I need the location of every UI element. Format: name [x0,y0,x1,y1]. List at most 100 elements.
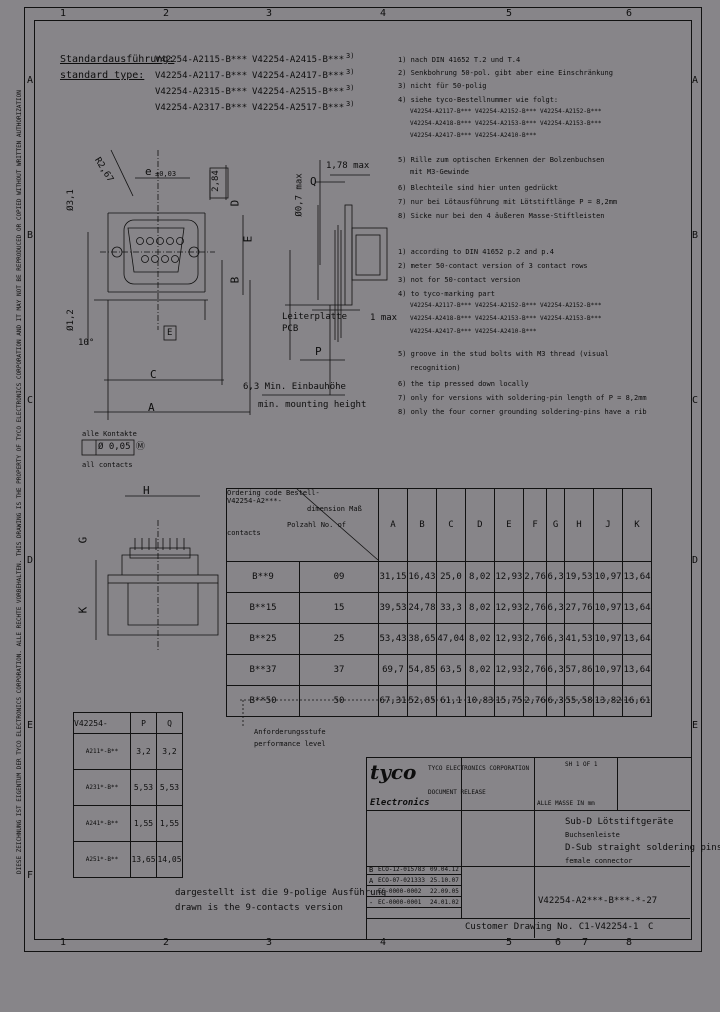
cell: 53,43 [378,623,408,655]
type-row-1-note: 3) [346,52,355,60]
cell: 27,76 [564,592,594,624]
row-n: 25 [299,623,379,655]
cell: 8,02 [464,592,495,624]
cell: 10,97 [593,654,623,686]
dims-col-a: A [378,488,408,562]
cell: 13,82 [593,685,623,717]
cell: 25,0 [435,561,466,593]
label-c: C [150,368,157,381]
title-en-1: D-Sub straight soldering pins [565,843,720,853]
label-all-contacts-de: alle Kontakte [82,430,137,438]
pq-head-code: V42254- [73,712,131,734]
label-e-tol: ±0,03 [155,170,177,178]
pq-head-p: P [130,712,157,734]
cell: 5,53 [156,769,183,806]
rev-row-3-date: 22.09.05 [430,888,459,895]
note-en-3: 3) not for 50-contact version [398,276,521,284]
dims-pol-label: Polzahl No. of contacts [227,521,347,537]
label-dia07: Ø0,7 max [294,173,305,217]
note-de-2: 2) Senkbohrung 50-pol. gibt aber eine Ei… [398,69,613,77]
cell: 8,02 [464,654,495,686]
cell: 31,15 [378,561,408,593]
cell: 5,53 [130,769,157,806]
dims-col-h: H [564,488,594,562]
label-mount-en: min. mounting height [258,400,367,410]
label-dia3: Ø3,1 [65,189,76,211]
note-en-1: 1) according to DIN 41652 p.2 and p.4 [398,248,554,256]
label-leiterplatte: Leiterplatte [282,312,348,322]
type-row-4-a: V42254-A2317-B*** [155,103,248,113]
label-tolerance: Ø 0,05 Ⓜ [98,442,145,452]
cell: 14,05 [156,841,183,878]
label-284: 2,84 [210,170,221,192]
col-bottom-4: 4 [380,937,387,948]
row-code: B**50 [226,685,300,717]
cell: 12,93 [493,654,524,686]
row-a-right: A [692,75,699,86]
row-code: B**37 [226,654,300,686]
cell: 13,64 [621,592,653,624]
type-row-3-b: V42254-A2515-B*** [252,87,345,97]
table-row: B**15 15 39,53 24,78 33,3 8,02 12,93 2,7… [226,592,653,624]
cell: 8,02 [464,623,495,655]
note-de-5: 5) Rille zum optischen Erkennen der Bolz… [398,156,605,164]
cell: 16,43 [406,561,437,593]
table-row: A241*-B** 1,55 1,55 [73,805,183,842]
pq-head-q: Q [156,712,183,734]
cell: 38,65 [406,623,437,655]
col-bottom-3: 3 [266,937,273,948]
label-b: B [228,276,242,284]
note-de-1: 1) nach DIN 41652 T.2 und T.4 [398,56,521,64]
table-row: A231*-B** 5,53 5,53 [73,769,183,806]
row-code: B**25 [226,623,300,655]
dims-col-d: D [464,488,495,562]
row-d: D [27,555,34,566]
cell: 39,53 [378,592,408,624]
cell: 57,86 [564,654,594,686]
bottom-note-de: dargestellt ist die 9-polige Ausführung [175,888,387,898]
performance-level-en: performance level [254,740,326,748]
type-row-4-b: V42254-A2517-B*** [252,103,345,113]
scale-note: ALLE MASSE IN mm [537,800,595,807]
cell: 15,75 [493,685,524,717]
cell: 2,76 [522,623,548,655]
type-row-2-b: V42254-A2417-B*** [252,71,345,81]
col-bottom-5: 5 [506,937,513,948]
cell: 33,3 [435,592,466,624]
label-178: 1,78 max [326,161,370,171]
row-n: 09 [299,561,379,593]
label-e-vert: E [241,235,255,243]
note-en-2: 2) meter 50-contact version of 3 contact… [398,262,588,270]
note-de-3: 3) nicht für 50-polig [398,82,487,90]
type-row-1-b: V42254-A2415-B*** [252,55,345,65]
cell: 24,78 [406,592,437,624]
dims-head-de: Ordering code Bestell- [227,489,320,497]
cell: 10,97 [593,592,623,624]
rev-row-3-eco: EC-0000-0002 [378,888,422,895]
col-1: 1 [60,8,67,19]
note-de-8: 8) Sicke nur bei den 4 äußeren Masse-Sti… [398,212,605,220]
cell: 67,31 [378,685,408,717]
rev-row-1-eco: ECO-12-015783 [378,866,425,873]
dims-col-k: K [621,488,653,562]
cell: 13,64 [621,561,653,593]
row-c-right: C [692,395,699,406]
cell: 12,93 [493,561,524,593]
row-e: E [27,720,34,731]
bottom-note-en: drawn is the 9-contacts version [175,903,343,913]
cell: 2,76 [522,592,548,624]
cell: 13,64 [621,654,653,686]
revision-letter: C [648,922,654,932]
row-b: B [27,230,34,241]
tyco-logo: tyco [370,760,417,784]
label-1max: 1 max [370,313,398,323]
rev-row-3-letter: - [369,888,374,896]
table-row: B**25 25 53,43 38,65 47,04 8,02 12,93 2,… [226,623,653,655]
row-n: 37 [299,654,379,686]
cell: 12,93 [493,623,524,655]
note-en-4c: V42254-A2417-B*** V42254-A2410-B*** [410,328,537,335]
note-de-4c: V42254-A2417-B*** V42254-A2410-B*** [410,132,537,139]
cell: 52,85 [406,685,437,717]
dims-head-code: Ordering code Bestell- V42254-A2***- dim… [226,488,379,562]
note-en-4: 4) to tyco-marking part [398,290,495,298]
